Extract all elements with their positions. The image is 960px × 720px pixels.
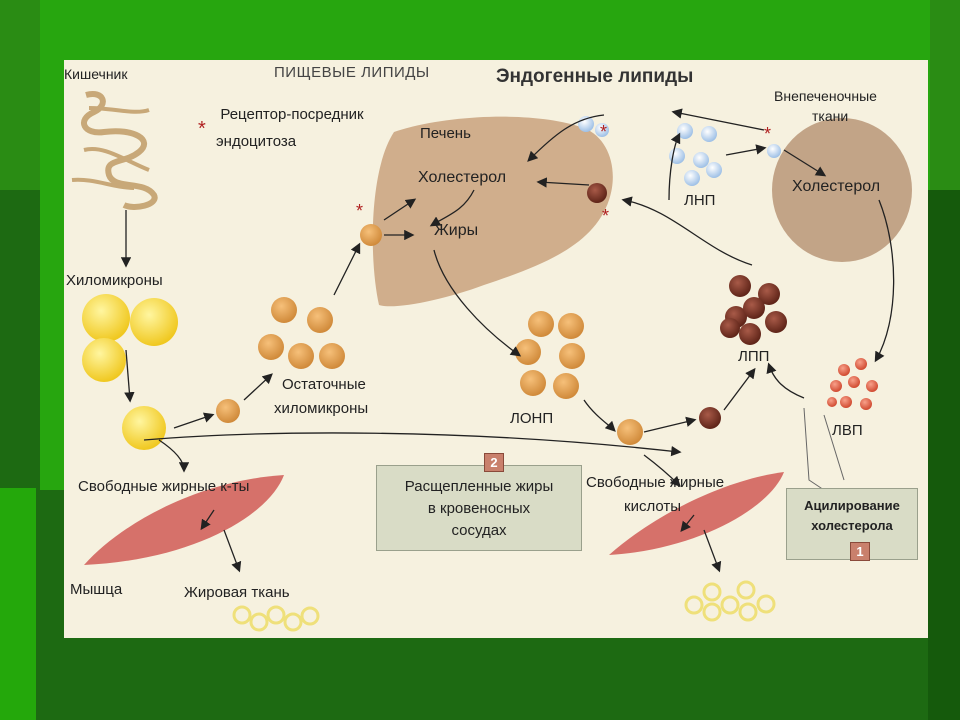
label-liver: Печень [420, 125, 471, 142]
label-idl: ЛПП [738, 348, 770, 365]
label-adipose: Жировая ткань [184, 584, 290, 601]
label-ffa-right-line1: Свободные жирные [586, 474, 725, 491]
label-dietary-lipids: ПИЩЕВЫЕ ЛИПИДЫ [274, 64, 430, 81]
label-remnants-line1: Остаточные [282, 376, 366, 393]
box1-line2: холестерола [811, 518, 893, 533]
label-vldl: ЛОНП [510, 410, 554, 427]
label-ldl: ЛНП [684, 192, 716, 209]
label-hdl: ЛВП [832, 422, 863, 439]
connector-lines [803, 407, 845, 491]
label-muscle: Мышца [70, 581, 123, 598]
background-right [928, 190, 960, 720]
label-cholesterol-tissue: Холестерол [792, 178, 881, 195]
label-chylomicrons: Хиломикроны [66, 272, 163, 289]
adipose-right-icon [684, 580, 776, 622]
intestine-icon [71, 91, 158, 210]
hdl-particles [827, 358, 878, 410]
chylomicron-particles [82, 294, 178, 450]
box2-line1: Расщепленные жиры [404, 478, 554, 495]
star-icon-receptor: * [198, 118, 206, 140]
idl-particles [587, 183, 787, 429]
label-intestine: Кишечник [64, 66, 128, 82]
label-receptor-line2: эндоцитоза [216, 133, 297, 150]
liver-shape [372, 116, 613, 307]
star-icon-tissue: * [764, 124, 772, 144]
star-icon-remnant: * [356, 201, 364, 221]
remnant-chylomicron-particles [216, 224, 382, 423]
label-receptor-line1: Рецептор-посредник [220, 106, 364, 123]
box2-line3: сосудах [451, 522, 507, 539]
page-title: Эндогенные липиды [496, 66, 694, 87]
muscle-left-shape [84, 475, 284, 565]
diagram-panel: * * * * * Кишечник ПИЩЕВЫЕ ЛИПИДЫ Эндоге… [64, 60, 928, 638]
label-ffa-left: Свободные жирные к-ты [78, 478, 250, 495]
info-box-split-fats: Расщепленные жиры в кровеносных сосудах [376, 465, 582, 551]
diagram-graphics [71, 91, 912, 632]
muscle-right-shape [609, 472, 784, 555]
star-icon-liver-bottom: * [602, 206, 610, 226]
label-cholesterol-liver: Холестерол [418, 169, 507, 186]
star-icon-liver-top: * [600, 122, 608, 142]
ldl-particles [578, 116, 781, 186]
extrahepatic-tissue-shape [772, 118, 912, 262]
label-fats: Жиры [434, 222, 479, 239]
pathway-arrows [120, 108, 895, 573]
vldl-particles [515, 311, 643, 445]
adipose-left-icon [232, 605, 320, 632]
label-remnants-line2: хиломикроны [274, 400, 369, 417]
badge-2: 2 [484, 453, 504, 472]
background-left-bar [0, 488, 36, 720]
box1-line1: Ацилирование [804, 498, 900, 513]
badge-1: 1 [850, 542, 870, 561]
label-extrahepatic-line1: Внепеченочные [774, 88, 877, 104]
label-ffa-right-line2: кислоты [624, 498, 682, 515]
label-extrahepatic-line2: ткани [812, 108, 849, 124]
box2-line2: в кровеносных [427, 500, 531, 517]
